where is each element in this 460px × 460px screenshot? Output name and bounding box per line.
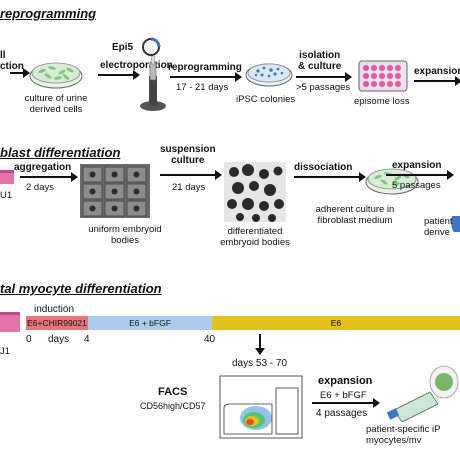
cell-collection-label: ll ction (0, 50, 24, 72)
expansion-label-2: expansion (392, 160, 441, 171)
induction-label: induction (34, 304, 74, 315)
timeline-tick-40: 40 (204, 334, 215, 345)
ipsc-colonies-dish (244, 58, 294, 88)
ipsc-colonies-caption: iPSC colonies (236, 94, 295, 105)
section3-plate-icon (0, 312, 22, 334)
electroporator-icon (138, 56, 168, 112)
arrow-electroporation (98, 74, 134, 76)
adherent-caption: adherent culture in fibroblast medium (300, 204, 410, 226)
embryoid-grid-image (80, 164, 150, 218)
section3-left-label: J1 (0, 346, 10, 357)
timeline-tick-0: 0 (26, 334, 32, 345)
patient-derived-caption: patient derive (424, 216, 453, 238)
facs-sub-label: CD56high/CD57 (140, 401, 206, 412)
arrow-expansion-1 (414, 80, 456, 82)
days-range-label: days 53 - 70 (232, 358, 287, 369)
culture-flask-icon (386, 362, 460, 422)
patient-myocytes-caption: patient-specific iP myocytes/mv (366, 424, 440, 446)
expansion-passages-3: 4 passages (316, 408, 367, 419)
differentiated-eb-image (224, 162, 286, 222)
episome-caption: episome loss (354, 96, 409, 107)
expansion-medium-3: E6 + bFGF (320, 390, 367, 401)
epi5-label: Epi5 (112, 42, 133, 53)
arrow-isolation (296, 76, 346, 78)
arrow-reprogramming (170, 76, 236, 78)
section1-title: reprogramming (0, 6, 96, 21)
dissociation-label: dissociation (294, 162, 352, 173)
urine-culture-dish (28, 56, 84, 90)
facs-label: FACS (158, 387, 187, 398)
plasmid-icon (140, 36, 162, 58)
multiwell-plate-icon (358, 60, 408, 92)
timeline-tick-days: days (48, 334, 69, 345)
timeline-tick-4: 4 (84, 334, 90, 345)
arrow-suspension (160, 174, 216, 176)
aggregation-label: aggregation (14, 162, 71, 173)
section2-title: blast differentiation (0, 145, 120, 160)
section2-left-label: U1 (0, 190, 12, 201)
expansion-passages-2: 5 passages (392, 180, 441, 191)
isolation-label: isolation & culture (298, 50, 341, 72)
suspension-days: 21 days (172, 182, 205, 193)
arrow-aggregation (20, 176, 72, 178)
differentiated-caption: differentiated embryoid bodies (210, 226, 300, 248)
arrow-expansion-2 (386, 174, 448, 176)
timeline-seg-e6: E6 (212, 316, 460, 330)
facs-scatter-plot (212, 374, 304, 446)
reprogramming-label: reprogramming (168, 62, 242, 73)
arrow-collection (10, 72, 24, 74)
aggregation-days: 2 days (26, 182, 54, 193)
section3-title: tal myocyte differentiation (0, 281, 162, 296)
down-arrow (259, 334, 261, 348)
embryoid-caption: uniform embryoid bodies (80, 224, 170, 246)
passages-label: >5 passages (296, 82, 350, 93)
arrow-dissociation (294, 176, 360, 178)
reprogramming-days: 17 - 21 days (176, 82, 228, 93)
urine-culture-caption: culture of urine derived cells (14, 93, 98, 115)
suspension-label: suspension culture (160, 144, 216, 166)
expansion-label-1: expansion (414, 66, 460, 77)
expansion-label-3: expansion (318, 376, 372, 387)
timeline-seg-e6-bfgf: E6 + bFGF (88, 316, 212, 330)
timeline-seg-e6-chir: E6+CHIR99021 (26, 316, 88, 330)
down-arrow-head (255, 348, 265, 355)
arrow-expansion-3 (312, 402, 374, 404)
